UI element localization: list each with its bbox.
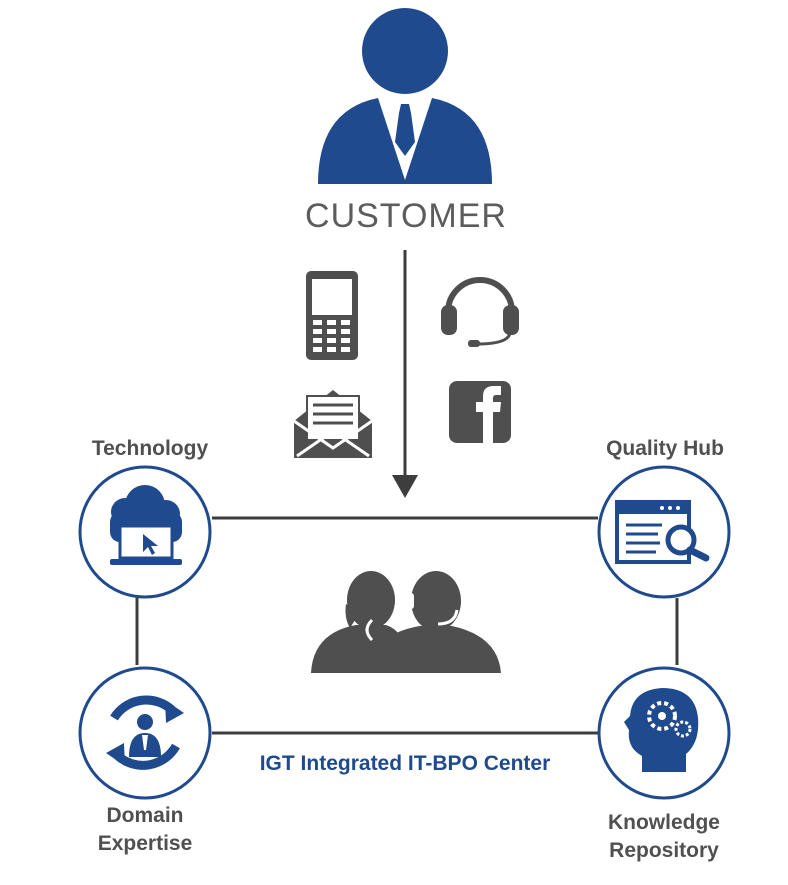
- facebook-icon: [449, 381, 511, 443]
- quality-hub-label: Quality Hub: [606, 437, 724, 460]
- cloud-laptop-icon: [110, 485, 182, 565]
- person-cycle-icon: [106, 695, 184, 770]
- email-icon: [293, 390, 373, 458]
- knowledge-repository-node: [597, 666, 731, 800]
- head-gears-icon: [624, 688, 699, 772]
- domain-expertise-node: [78, 666, 212, 800]
- center-label: IGT Integrated IT-BPO Center: [259, 752, 551, 775]
- support-agents-icon: [311, 562, 501, 673]
- customer-icon: [318, 8, 492, 184]
- technology-label: Technology: [91, 437, 209, 460]
- mobile-phone-icon: [306, 271, 358, 360]
- knowledge-label-line1: Knowledge: [607, 811, 720, 834]
- browser-search-icon: [615, 500, 710, 564]
- expertise-label-line2: Expertise: [97, 832, 193, 855]
- quality-hub-node: [597, 465, 731, 599]
- network-lines: [135, 516, 679, 735]
- domain-label-line1: Domain: [106, 804, 184, 827]
- down-arrow: [392, 250, 418, 498]
- headset-icon: [441, 277, 519, 347]
- repository-label-line2: Repository: [609, 839, 719, 862]
- technology-node: [78, 465, 212, 599]
- customer-label: CUSTOMER: [305, 197, 507, 235]
